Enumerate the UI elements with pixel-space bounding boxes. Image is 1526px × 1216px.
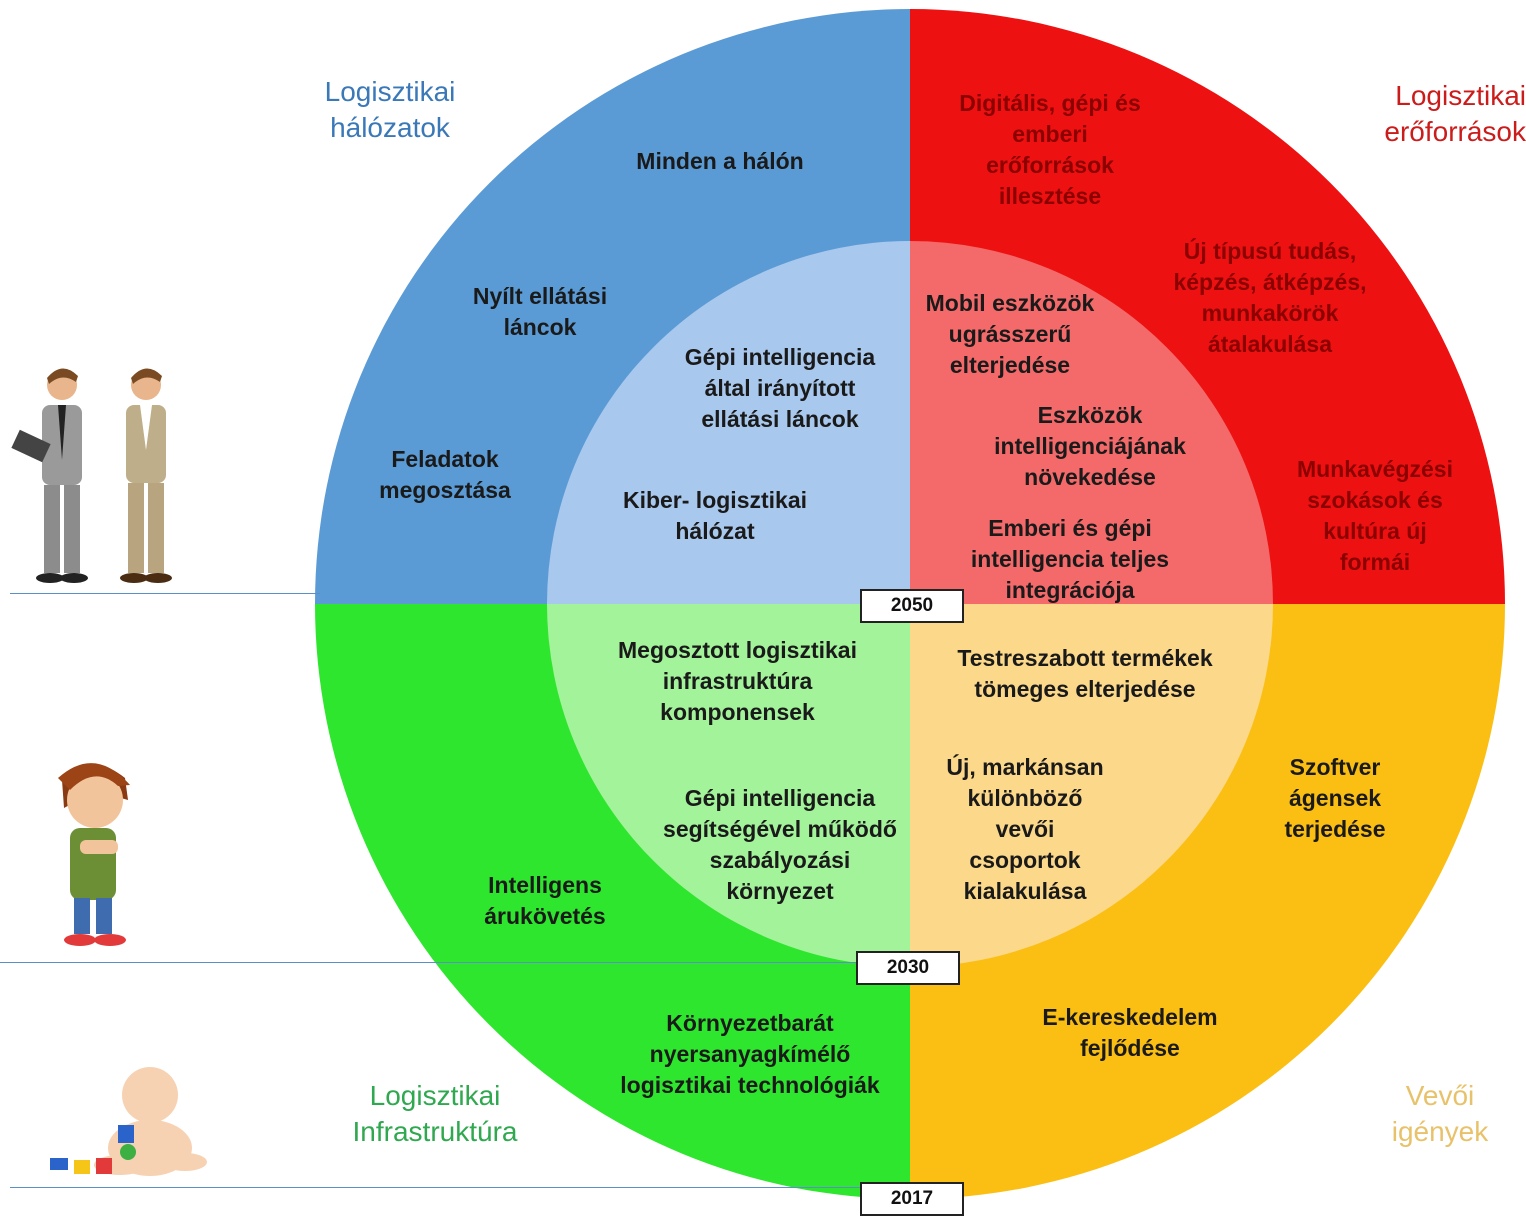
blue-outer-open-supply-chains: Nyílt ellátási láncok — [472, 283, 608, 340]
blue-outer-everything-online: Minden a hálón — [636, 148, 804, 174]
blue-outer-task-sharing: Feladatok megosztása — [379, 446, 511, 503]
teen-boy-illustration — [58, 763, 130, 946]
baby-illustration — [50, 1067, 207, 1176]
year-2030: 2030 — [856, 951, 960, 985]
year-2050: 2050 — [860, 589, 964, 623]
blue-inner-machine-intelligence: Gépi intelligencia által irányított ellá… — [684, 344, 876, 432]
year-2017: 2017 — [860, 1182, 964, 1216]
orange-inner-customized-products: Testreszabott termékek tömeges elterjedé… — [957, 645, 1213, 702]
red-inner-integration: Emberi és gépi intelligencia teljes inte… — [970, 515, 1170, 603]
green-outer-intelligent-tracking: Intelligens árukövetés — [484, 872, 606, 929]
blue-inner — [547, 241, 910, 604]
networks-title: Logisztikai hálózatok — [324, 76, 456, 143]
green-outer-eco-technologies: Környezetbarát nyersanyagkímélő logiszti… — [620, 1010, 880, 1098]
orange-inner — [910, 604, 1273, 967]
infrastructure-title: Logisztikai Infrastruktúra — [352, 1080, 518, 1147]
orange-outer-software-agents: Szoftver ágensek terjedése — [1284, 754, 1386, 842]
green-inner-regulatory-environment: Gépi intelligencia segítségével működő s… — [663, 785, 897, 904]
orange-inner-new-customer-groups: Új, markánsan különböző vevői csoportok … — [946, 754, 1104, 904]
customer-title: Vevői igények — [1391, 1080, 1489, 1147]
red-outer-resources-fitting: Digitális, gépi és emberi erőforrások il… — [959, 90, 1141, 209]
red-inner-device-intelligence: Eszközök intelligenciájának növekedése — [994, 402, 1186, 490]
red-inner-mobile-devices: Mobil eszközök ugrásszerű elterjedése — [925, 290, 1095, 378]
timeline-2050 — [10, 593, 320, 594]
red-outer-new-knowledge: Új típusú tudás, képzés, átképzés, munka… — [1173, 238, 1367, 357]
red-inner — [910, 241, 1273, 604]
orange-outer-ecommerce: E-kereskedelem fejlődése — [1042, 1004, 1218, 1061]
blue-inner-cyber-network: Kiber- logisztikai hálózat — [622, 487, 808, 544]
timeline-2017 — [10, 1187, 890, 1188]
green-inner-shared-infrastructure: Megosztott logisztikai infrastruktúra ko… — [618, 637, 857, 725]
businessmen-illustration — [11, 368, 172, 583]
green-inner — [547, 604, 910, 967]
red-outer-work-habits: Munkavégzési szokások és kultúra új form… — [1297, 456, 1453, 575]
resources-title: Logisztikai erőforrások — [1384, 80, 1526, 147]
timeline-2030 — [0, 962, 880, 963]
